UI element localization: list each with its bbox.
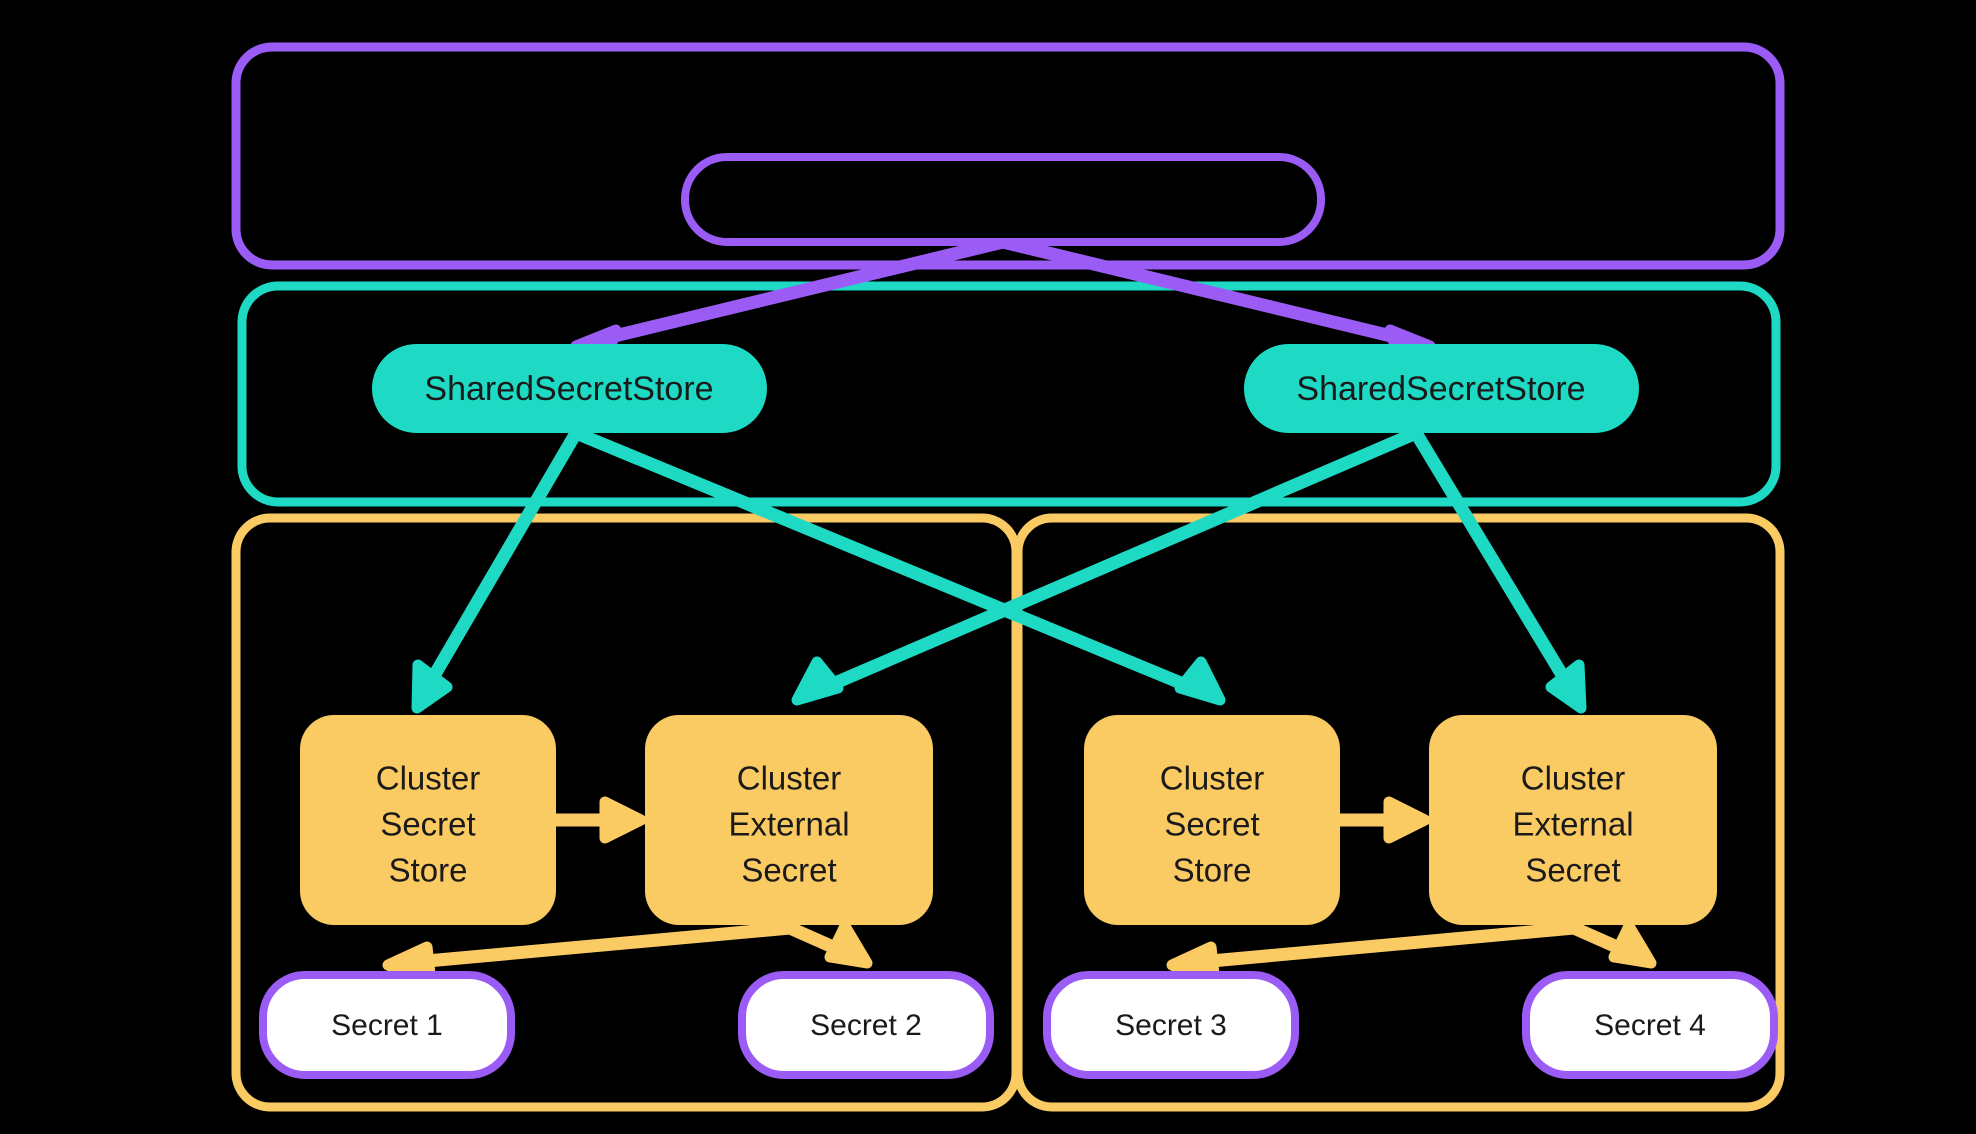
node-controller[interactable] [681, 153, 1325, 246]
secret-3-label: Secret 3 [1115, 1009, 1227, 1042]
css-right-label-line1: Cluster [1160, 760, 1265, 797]
edge-css-right-to-ces-right [1333, 796, 1431, 844]
edge-sss-left-to-css-left [411, 426, 583, 714]
css-left-label-line3: Store [389, 852, 468, 889]
edge-css-left-to-ces-left [549, 796, 647, 844]
sss-left-shape[interactable] [372, 344, 767, 433]
css-left-label-line1: Cluster [376, 760, 481, 797]
css-right-shape[interactable] [1084, 715, 1340, 925]
css-left-shape[interactable] [300, 715, 556, 925]
node-shared-secret-store-right[interactable]: SharedSecretStore [1244, 344, 1639, 433]
secret-1-shape[interactable] [259, 971, 515, 1079]
ces-right-label-line3: Secret [1525, 852, 1620, 889]
ces-left-shape[interactable] [645, 715, 933, 925]
sss-left-label: SharedSecretStore [424, 370, 713, 408]
css-right-label-line3: Store [1173, 852, 1252, 889]
container-shared-secret-store [237, 281, 1781, 507]
sss-right-shape[interactable] [1244, 344, 1639, 433]
controller-shape[interactable] [681, 153, 1325, 246]
ces-right-label-line2: External [1512, 806, 1633, 843]
secret-1-label: Secret 1 [331, 1009, 443, 1042]
node-cluster-external-secret-right[interactable]: Cluster External Secret [1429, 715, 1717, 925]
ces-right-shape[interactable] [1429, 715, 1717, 925]
secret-2-shape[interactable] [738, 971, 994, 1079]
node-cluster-secret-store-right[interactable]: Cluster Secret Store [1084, 715, 1340, 925]
node-secret-4[interactable]: Secret 4 [1522, 971, 1778, 1079]
ces-right-label-line1: Cluster [1521, 760, 1626, 797]
secret-3-shape[interactable] [1043, 971, 1299, 1079]
container-cluster-right [1013, 513, 1785, 1112]
ces-left-label-line1: Cluster [737, 760, 842, 797]
secret-4-label: Secret 4 [1594, 1009, 1706, 1042]
container-controller [231, 42, 1785, 270]
node-shared-secret-store-left[interactable]: SharedSecretStore [372, 344, 767, 433]
node-secret-1[interactable]: Secret 1 [259, 971, 515, 1079]
node-secret-3[interactable]: Secret 3 [1043, 971, 1299, 1079]
edge-sss-right-to-ces-right [1409, 426, 1587, 714]
css-left-label-line2: Secret [380, 806, 475, 843]
ces-left-label-line3: Secret [741, 852, 836, 889]
node-cluster-external-secret-left[interactable]: Cluster External Secret [645, 715, 933, 925]
sss-right-label: SharedSecretStore [1296, 370, 1585, 408]
node-cluster-secret-store-left[interactable]: Cluster Secret Store [300, 715, 556, 925]
secret-2-label: Secret 2 [810, 1009, 922, 1042]
edge-sss-left-to-css-right [569, 426, 1226, 706]
css-right-label-line2: Secret [1164, 806, 1259, 843]
edge-sss-right-to-ces-left [791, 426, 1423, 706]
node-secret-2[interactable]: Secret 2 [738, 971, 994, 1079]
ces-left-label-line2: External [728, 806, 849, 843]
secret-4-shape[interactable] [1522, 971, 1778, 1079]
edge-ces-right-to-secret-4 [1567, 920, 1657, 969]
edge-ces-left-to-secret-2 [783, 920, 873, 969]
